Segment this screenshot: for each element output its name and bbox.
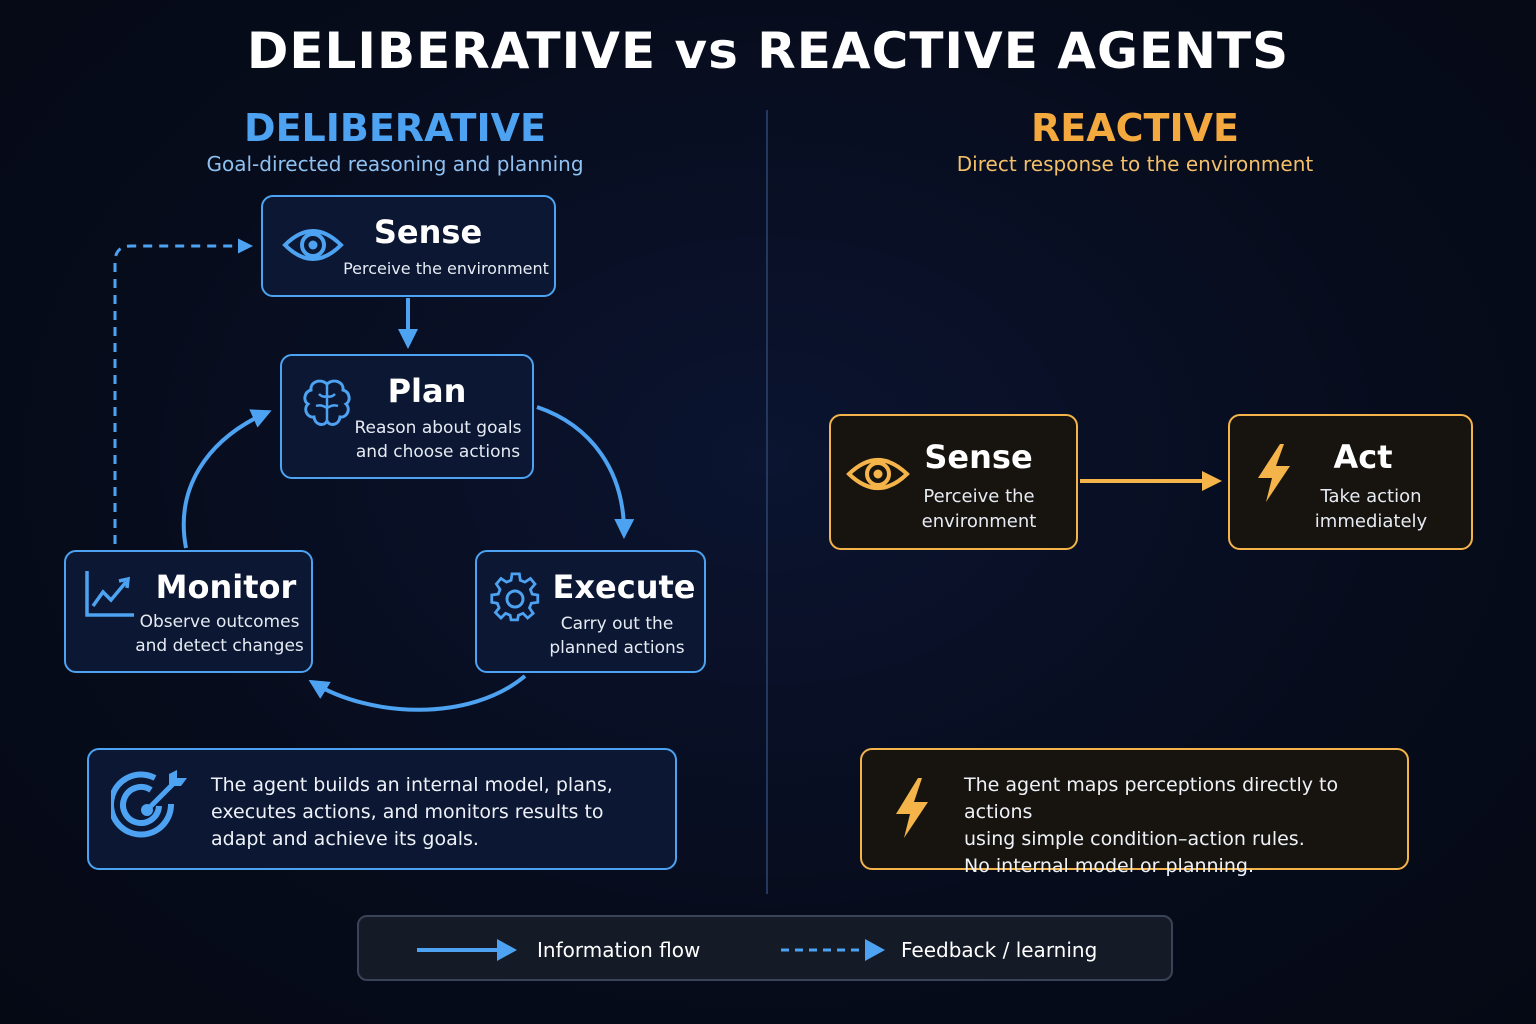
deliberative-monitor-title: Monitor bbox=[155, 568, 297, 606]
legend-solid-arrow bbox=[417, 939, 517, 961]
deliberative-plan-desc: Reason about goals and choose actions bbox=[354, 418, 522, 462]
deliberative-heading: DELIBERATIVE bbox=[244, 106, 546, 150]
deliberative-sense-node: Sense Perceive the environment bbox=[261, 195, 556, 297]
deliberative-execute-desc: Carry out the planned actions bbox=[549, 614, 685, 658]
edge-monitor-to-plan bbox=[181, 409, 272, 549]
reactive-sense-node: Sense Perceive the environment bbox=[829, 414, 1078, 550]
edge-execute-to-monitor bbox=[308, 674, 527, 712]
legend-dashed-label: Feedback / learning bbox=[901, 938, 1098, 962]
reactive-heading: REACTIVE bbox=[1031, 106, 1239, 150]
reactive-sense-title: Sense bbox=[924, 438, 1033, 476]
target-icon bbox=[111, 770, 187, 838]
edge-plan-to-execute bbox=[536, 405, 635, 539]
reactive-act-node: Act Take action immediately bbox=[1228, 414, 1473, 550]
reactive-subheading: Direct response to the environment bbox=[956, 152, 1314, 176]
legend-solid-label: Information flow bbox=[537, 938, 701, 962]
legend: Information flow Feedback / learning bbox=[357, 915, 1173, 981]
deliberative-monitor-node: Monitor Observe outcomes and detect chan… bbox=[64, 550, 313, 673]
deliberative-plan-title: Plan bbox=[387, 372, 467, 410]
eye-icon bbox=[282, 229, 344, 261]
reactive-note-text: The agent maps perceptions directly to a… bbox=[964, 774, 1339, 877]
deliberative-subheading: Goal-directed reasoning and planning bbox=[206, 152, 584, 176]
lightning-icon bbox=[896, 778, 928, 838]
chart-trend-icon bbox=[85, 571, 134, 617]
legend-dashed-arrow bbox=[781, 939, 885, 961]
reactive-act-desc: Take action immediately bbox=[1314, 486, 1428, 532]
eye-icon bbox=[846, 458, 910, 490]
deliberative-note-text: The agent builds an internal model, plan… bbox=[211, 774, 613, 850]
edge-feedback-monitor-to-sense bbox=[113, 238, 253, 544]
deliberative-monitor-desc: Observe outcomes and detect changes bbox=[135, 612, 304, 656]
deliberative-sense-desc: Perceive the environment bbox=[343, 259, 549, 278]
page-title: DELIBERATIVE vs REACTIVE AGENTS bbox=[246, 22, 1290, 80]
deliberative-plan-node: Plan Reason about goals and choose actio… bbox=[280, 354, 534, 479]
lightning-icon bbox=[1258, 444, 1290, 502]
reactive-act-title: Act bbox=[1333, 438, 1393, 476]
deliberative-execute-title: Execute bbox=[552, 568, 696, 606]
reactive-sense-desc: Perceive the environment bbox=[921, 486, 1037, 532]
gear-icon bbox=[490, 572, 540, 622]
deliberative-execute-node: Execute Carry out the planned actions bbox=[475, 550, 706, 673]
deliberative-note: The agent builds an internal model, plan… bbox=[87, 748, 677, 870]
deliberative-sense-title: Sense bbox=[373, 213, 483, 251]
column-divider bbox=[766, 110, 768, 894]
brain-icon bbox=[303, 379, 351, 426]
reactive-note: The agent maps perceptions directly to a… bbox=[860, 748, 1409, 877]
